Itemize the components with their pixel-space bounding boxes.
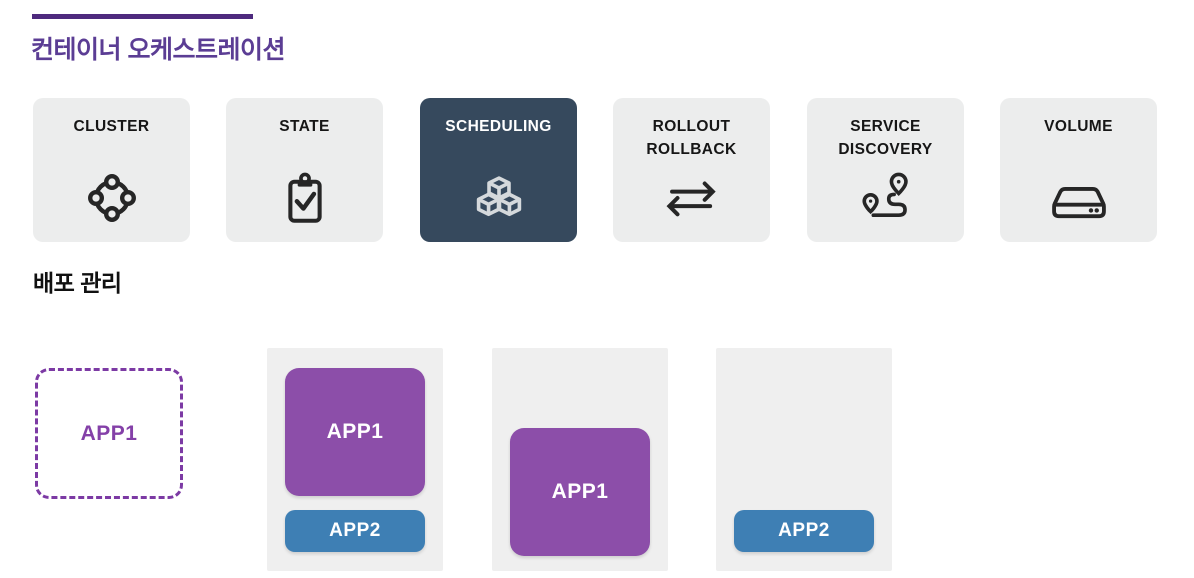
app2-box-node3: APP2 [734, 510, 874, 552]
card-cluster[interactable]: CLUSTER [33, 98, 190, 242]
card-volume[interactable]: VOLUME [1000, 98, 1157, 242]
card-rollout-rollback-label: ROLLOUT ROLLBACK [646, 118, 737, 158]
card-cluster-label: CLUSTER [73, 118, 150, 135]
card-volume-label: VOLUME [1044, 118, 1113, 135]
route-pins-icon [807, 160, 964, 236]
app1-label: APP1 [551, 480, 609, 503]
node-column-2: APP1 [492, 348, 668, 571]
card-rollout-rollback[interactable]: ROLLOUT ROLLBACK [613, 98, 770, 242]
card-service-discovery[interactable]: SERVICE DISCOVERY [807, 98, 964, 242]
app1-label: APP1 [326, 420, 384, 443]
section-title: 배포 관리 [33, 270, 122, 296]
app1-box-node2: APP1 [510, 428, 650, 556]
app1-box-node1: APP1 [285, 368, 425, 496]
node-column-1: APP1 APP2 [267, 348, 443, 571]
card-scheduling[interactable]: SCHEDULING [420, 98, 577, 242]
pending-app-label: APP1 [80, 421, 138, 445]
pending-app-box: APP1 [35, 368, 183, 499]
swap-arrows-icon [613, 160, 770, 236]
card-service-discovery-label: SERVICE DISCOVERY [838, 118, 933, 158]
card-state-label: STATE [279, 118, 330, 135]
storage-drive-icon [1000, 160, 1157, 236]
card-state[interactable]: STATE [226, 98, 383, 242]
app2-label: APP2 [329, 520, 381, 541]
page-title: 컨테이너 오케스트레이션 [31, 36, 285, 64]
cluster-icon [33, 160, 190, 236]
card-scheduling-label: SCHEDULING [445, 118, 552, 135]
title-accent-rule [32, 14, 253, 19]
clipboard-check-icon [226, 160, 383, 236]
app2-label: APP2 [778, 520, 830, 541]
cubes-icon [420, 160, 577, 236]
node-column-3: APP2 [716, 348, 892, 571]
app2-box-node1: APP2 [285, 510, 425, 552]
